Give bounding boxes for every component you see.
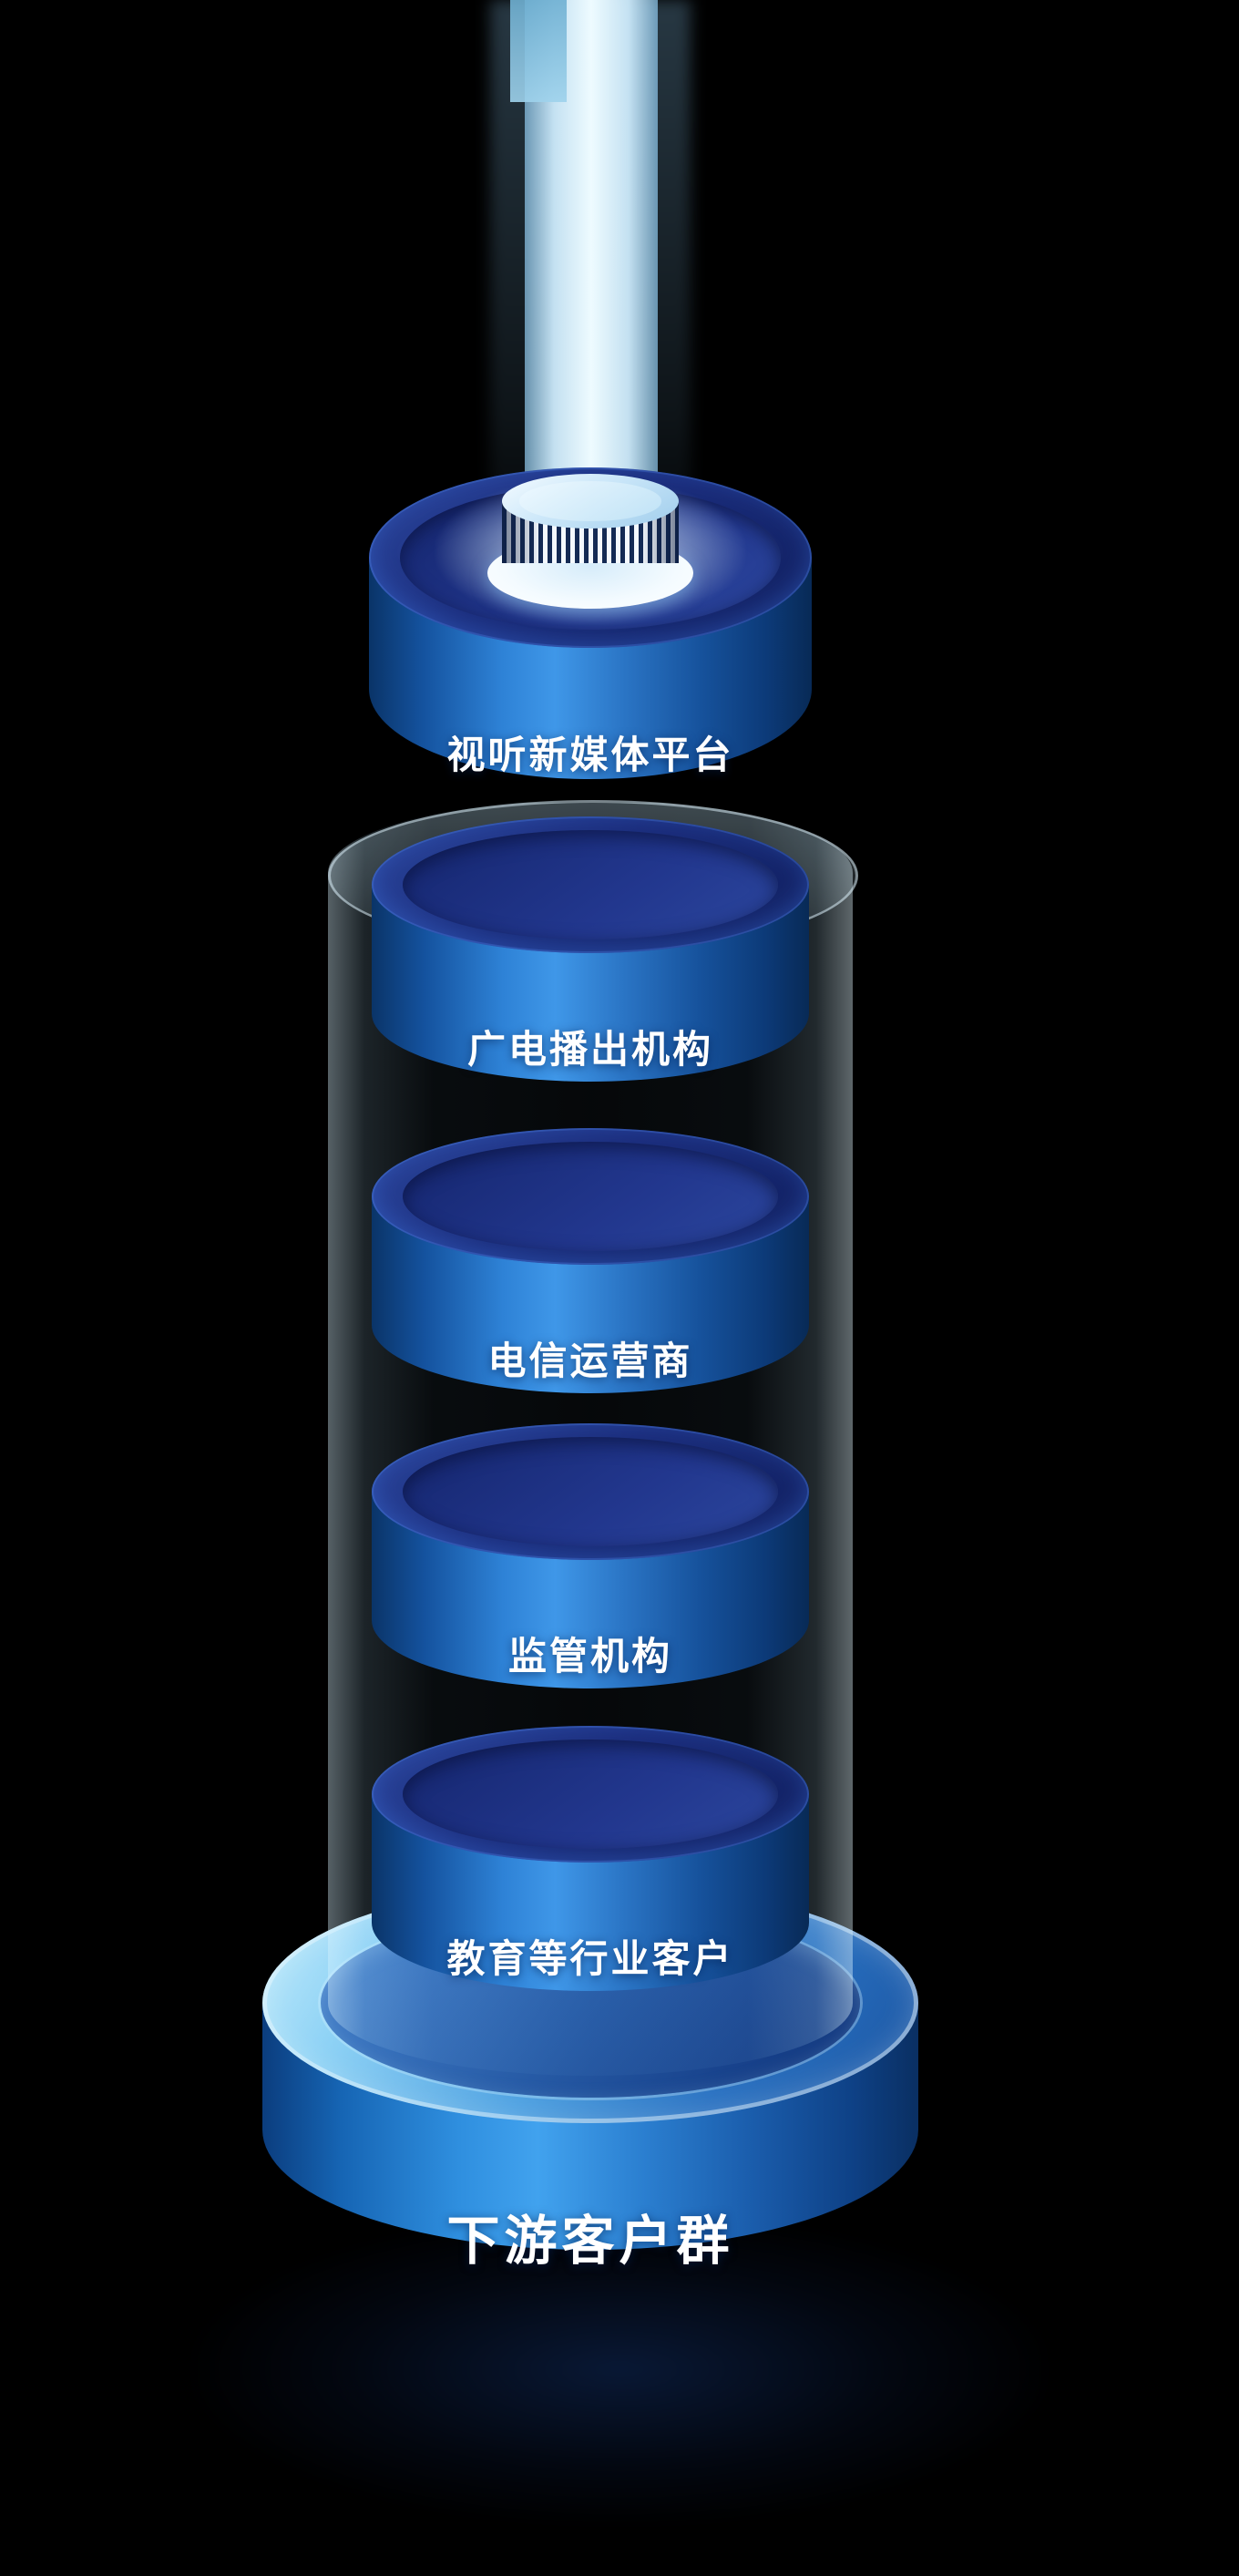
light-beam-source: [510, 0, 567, 102]
top-cap-lid: [502, 474, 679, 529]
tier-cylinder-3-top: [372, 1128, 809, 1265]
tier-label-4: 监管机构: [507, 1635, 672, 1678]
base-shadow: [191, 2214, 1048, 2524]
tier-cylinder-2-top: [372, 816, 809, 953]
tier-label-2: 广电播出机构: [466, 1028, 713, 1071]
tier-label-1: 视听新媒体平台: [446, 734, 734, 776]
tier-cylinder-4-top: [372, 1423, 809, 1560]
tier-label-5: 教育等行业客户: [446, 1937, 734, 1980]
tier-cylinder-5-top: [372, 1726, 809, 1863]
base-label: 下游客户群: [446, 2212, 734, 2271]
tier-label-3: 电信运营商: [487, 1339, 693, 1382]
top-cap: [487, 461, 693, 616]
